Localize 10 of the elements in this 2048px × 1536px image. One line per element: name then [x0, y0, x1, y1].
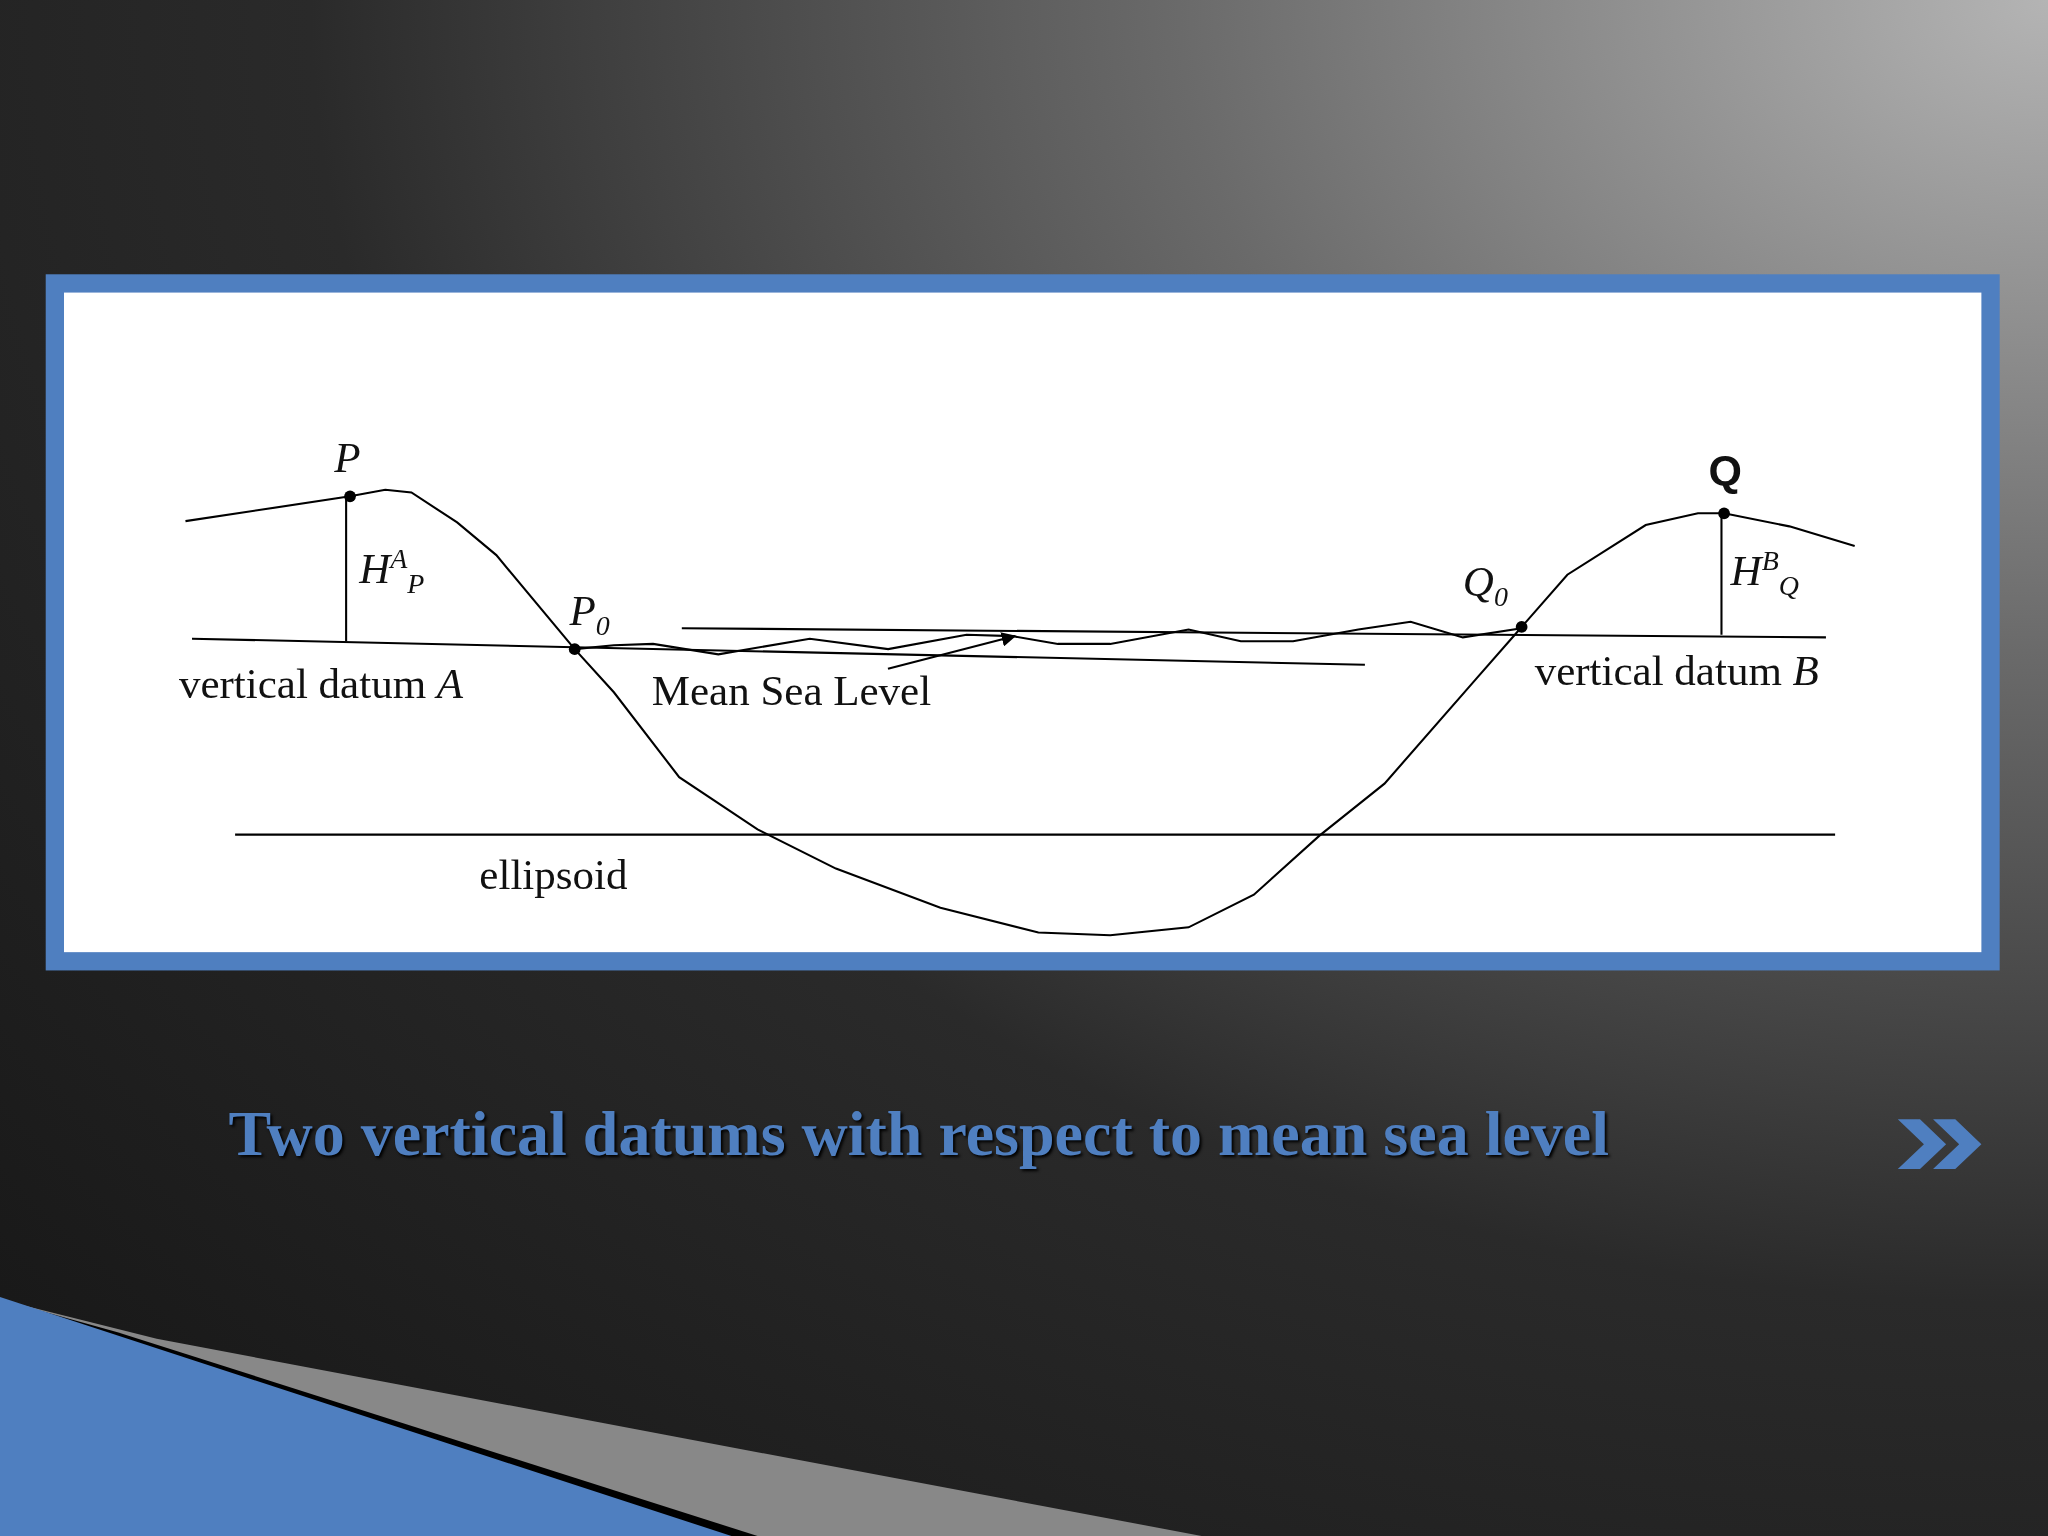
point-label: Q$_{0}$	[1462, 560, 1508, 611]
point-label: P	[334, 436, 361, 480]
ellipsoid-label: ellipsoid	[479, 852, 628, 896]
leader-line	[887, 632, 1017, 670]
leader-text: Mean Sea Level	[651, 668, 932, 712]
point-label: Q	[1708, 449, 1742, 493]
datum-label: vertical datum A	[178, 662, 464, 706]
datum-label: vertical datum B	[1534, 649, 1819, 693]
point-label: P$_{0}$	[569, 589, 610, 640]
slide-title: Two vertical datums with respect to mean sea level	[228, 1097, 1610, 1172]
